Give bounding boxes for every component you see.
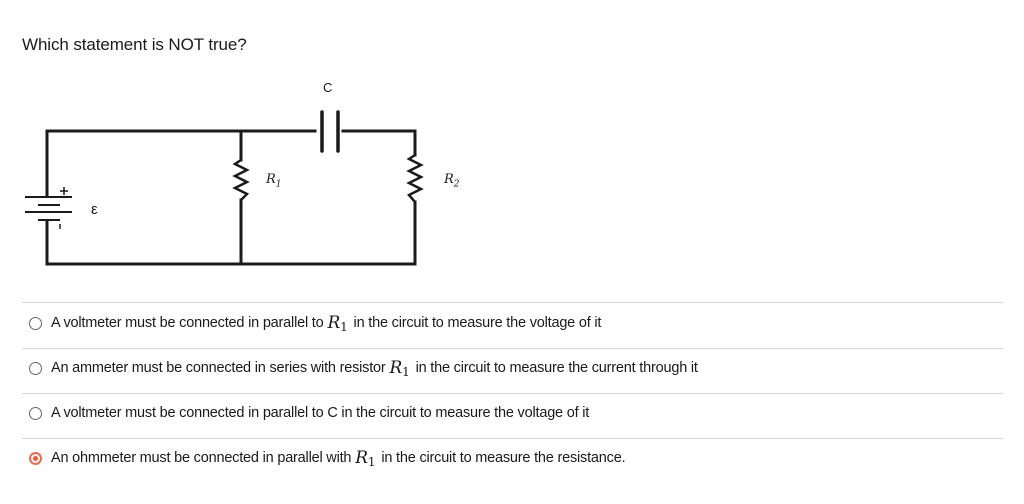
option-text-after: in the circuit to measure the resistance…: [381, 450, 626, 466]
capacitor-label: C: [323, 80, 333, 95]
math-r1: R1: [390, 358, 410, 379]
math-subscript: 1: [367, 454, 376, 469]
radio-button-unchecked[interactable]: [29, 316, 42, 330]
option-2[interactable]: An ammeter must be connected in series w…: [28, 356, 698, 380]
option-text-before: An ammeter must be connected in series w…: [51, 360, 386, 376]
option-4[interactable]: An ohmmeter must be connected in paralle…: [28, 446, 626, 470]
math-letter: R: [355, 447, 368, 468]
r1-subscript: 1: [275, 179, 282, 190]
r1-label: R1: [266, 172, 282, 190]
separator: [22, 438, 1003, 439]
separator: [22, 302, 1003, 303]
option-1[interactable]: A voltmeter must be connected in paralle…: [28, 311, 601, 335]
question-text: Which statement is NOT true?: [22, 35, 247, 54]
r2-letter: R: [444, 172, 454, 187]
option-text-after: in the circuit to measure the voltage of…: [353, 315, 602, 331]
separator: [22, 393, 1003, 394]
r2-subscript: 2: [453, 179, 460, 190]
separator: [22, 348, 1003, 349]
radio-button-checked[interactable]: [29, 451, 42, 465]
math-letter: R: [389, 357, 403, 378]
option-text-before: A voltmeter must be connected in paralle…: [51, 315, 324, 331]
bottom-wire: [45, 230, 417, 266]
r2-label: R2: [444, 172, 460, 190]
math-r1: R1: [355, 448, 375, 469]
battery-icon: [25, 187, 72, 232]
math-subscript: 1: [402, 364, 410, 379]
option-text: A voltmeter must be connected in paralle…: [51, 405, 590, 421]
option-text-before: An ohmmeter must be connected in paralle…: [51, 450, 352, 466]
resistor-r2-icon: [406, 153, 424, 203]
emf-label: ε: [91, 201, 98, 218]
option-3[interactable]: A voltmeter must be connected in paralle…: [28, 401, 589, 425]
top-left-wire: [45, 129, 243, 190]
radio-button-unchecked[interactable]: [29, 361, 42, 375]
option-text-after: in the circuit to measure the current th…: [415, 360, 698, 376]
math-letter: R: [327, 312, 341, 333]
r1-letter: R: [266, 172, 276, 187]
radio-button-unchecked[interactable]: [29, 406, 42, 420]
math-r1: R1: [328, 313, 348, 334]
circuit-diagram: C ε R1 R2: [0, 70, 480, 285]
circuit-schematic: [25, 110, 424, 266]
capacitor-icon: [320, 110, 340, 153]
resistor-r1-icon: [232, 158, 250, 201]
math-subscript: 1: [340, 319, 348, 334]
